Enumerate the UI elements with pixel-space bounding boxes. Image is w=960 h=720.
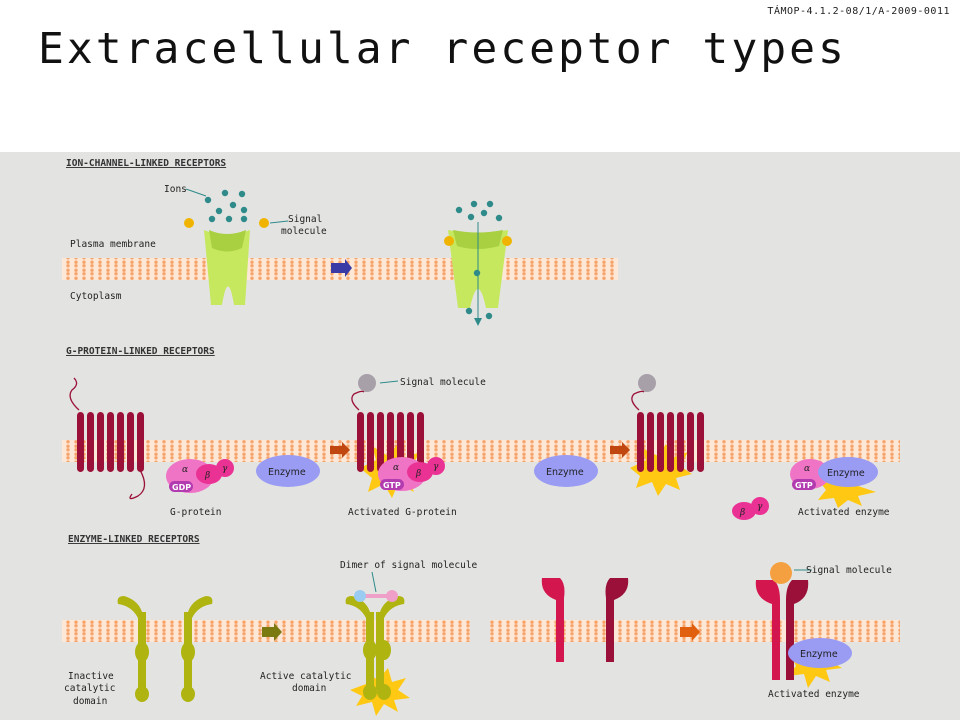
cytoplasm-label: Cytoplasm <box>70 291 122 302</box>
signal-molecule-dot <box>502 236 512 246</box>
signal-molecule-grey <box>358 374 376 392</box>
inactive-receptor-left <box>117 596 149 702</box>
activated-g-protein-label: Activated G-protein <box>348 507 457 518</box>
enzyme-3-label: Enzyme <box>827 468 865 479</box>
alpha-subunit-label-2: α <box>393 463 399 473</box>
gdp-label: GDP <box>172 483 191 492</box>
ions-pointer <box>185 188 207 197</box>
enzyme-linked-heading: ENZYME-LINKED RECEPTORS <box>68 534 200 545</box>
arrow-icon <box>610 442 630 458</box>
ions-cluster <box>204 189 248 223</box>
signal-molecule-dot <box>259 218 269 228</box>
signal-pointer-2 <box>379 380 399 384</box>
inactive-label-3: domain <box>73 696 107 707</box>
g-protein-complex-2 <box>378 457 445 491</box>
signal-label-1: Signal <box>288 214 322 225</box>
g-protein-complex-1 <box>166 459 234 493</box>
enzyme-linked-section: ENZYME-LINKED RECEPTORS Inactive catalyt… <box>62 534 900 716</box>
ions-label: Ions <box>164 184 187 195</box>
inactive-label-2: catalytic <box>64 683 115 694</box>
signal-label-2: molecule <box>281 226 327 237</box>
signal-molecule-label: Signal molecule <box>400 377 486 388</box>
beta-gamma-dimer <box>732 497 769 520</box>
gamma-subunit-label-3: γ <box>757 502 763 512</box>
g-protein-section: G-PROTEIN-LINKED RECEPTORS α β γ GDP Enz… <box>62 346 900 520</box>
arrow-icon <box>330 442 350 458</box>
signal-molecule-dot <box>444 236 454 246</box>
signal-dimer <box>354 590 398 602</box>
gamma-subunit-label-2: γ <box>433 462 439 472</box>
gamma-subunit-label: γ <box>222 464 228 474</box>
activated-enzyme-g <box>818 457 878 487</box>
activated-receptor-left <box>755 580 780 680</box>
g-protein-label: G-protein <box>170 507 221 518</box>
inactive-receptor-right <box>181 596 213 702</box>
red-receptor-right <box>605 578 629 662</box>
activated-enzyme-label-2: Activated enzyme <box>768 689 860 700</box>
plasma-membrane-2 <box>62 440 900 462</box>
ion-channel-section: ION-CHANNEL-LINKED RECEPTORS Plasma memb… <box>62 158 618 326</box>
ion-flow-arrowhead <box>474 318 482 326</box>
active-receptor-right <box>376 596 405 700</box>
active-label-1: Active catalytic <box>260 671 352 682</box>
signal-pointer <box>269 220 289 224</box>
page-title: Extracellular receptor types <box>38 24 847 74</box>
arrow-icon <box>262 623 282 641</box>
dimer-label: Dimer of signal molecule <box>340 560 478 571</box>
gpcr-receptor-1 <box>69 377 146 500</box>
arrow-icon <box>680 623 700 641</box>
receptor-diagram: ION-CHANNEL-LINKED RECEPTORS Plasma memb… <box>62 158 900 716</box>
enzyme-4-label: Enzyme <box>800 649 838 660</box>
signal-molecule-label-2: Signal molecule <box>806 565 892 576</box>
enzyme-1 <box>256 455 320 487</box>
gtp-label-2: GTP <box>795 481 813 490</box>
enzyme-2 <box>534 455 598 487</box>
enzyme-1-label: Enzyme <box>268 467 306 478</box>
beta-subunit-label-3: β <box>739 508 745 518</box>
alpha-gtp-complex <box>790 459 830 490</box>
diagram-panel: ION-CHANNEL-LINKED RECEPTORS Plasma memb… <box>0 152 960 720</box>
beta-subunit-label: β <box>204 471 210 481</box>
alpha-subunit-label: α <box>182 465 188 475</box>
g-protein-heading: G-PROTEIN-LINKED RECEPTORS <box>66 346 215 357</box>
closed-ion-channel <box>204 230 250 305</box>
inactive-label-1: Inactive <box>68 671 114 682</box>
red-receptor-left <box>541 578 565 662</box>
gtp-label: GTP <box>383 481 401 490</box>
plasma-membrane-label: Plasma membrane <box>70 239 156 250</box>
signal-molecule-orange <box>770 562 792 584</box>
signal-molecule-dot <box>184 218 194 228</box>
project-code: TÁMOP-4.1.2-08/1/A-2009-0011 <box>767 6 950 17</box>
activated-enzyme-label: Activated enzyme <box>798 507 890 518</box>
active-receptor-left <box>345 596 377 700</box>
ions-cluster-open <box>455 200 503 320</box>
ion-channel-heading: ION-CHANNEL-LINKED RECEPTORS <box>66 158 226 169</box>
alpha-subunit-label-3: α <box>804 464 810 474</box>
active-label-2: domain <box>292 683 326 694</box>
dimer-pointer <box>371 571 377 593</box>
gpcr-receptor-2 <box>351 390 424 472</box>
signal-molecule-grey <box>638 374 656 392</box>
gpcr-receptor-3 <box>631 390 704 472</box>
enzyme-2-label: Enzyme <box>546 467 584 478</box>
beta-subunit-label-2: β <box>415 469 421 479</box>
activated-enzyme-e <box>788 638 852 668</box>
arrow-icon <box>331 259 352 277</box>
